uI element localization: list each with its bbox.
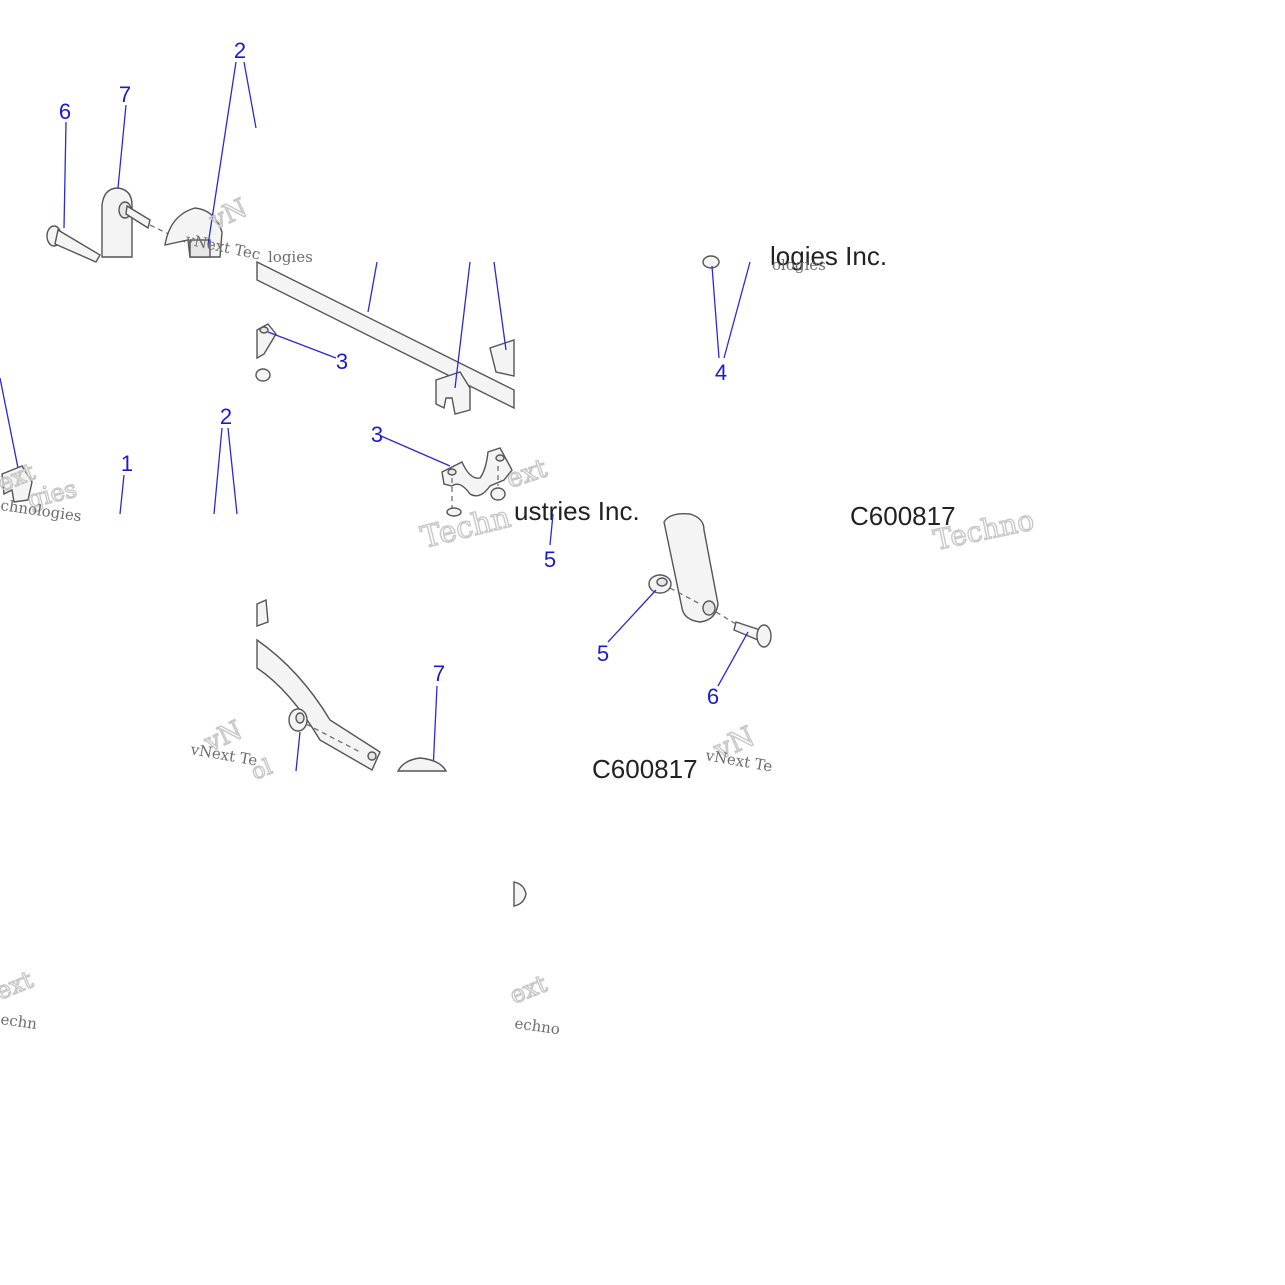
callout-2-left: 2 — [220, 404, 232, 429]
watermark-brand-1: vNext Tec — [183, 230, 262, 264]
stabilizer-bar-part-1 — [256, 260, 515, 410]
tile-left: 2 1 ext gies chnologies — [0, 377, 238, 525]
bushing-part-5-left — [288, 708, 308, 732]
watermark-tech-small-2: echn — [0, 1010, 39, 1033]
partno-fragment-a: C600817 — [850, 501, 956, 531]
watermark-logies-1: logies — [268, 248, 313, 266]
company-fragment-a: ustries Inc. — [514, 496, 640, 526]
partno-fragment-b: C600817 — [592, 754, 698, 784]
callout-3-mid: 3 — [336, 349, 348, 374]
callout-5-a: 5 — [544, 547, 556, 572]
watermark-ext-4: ext — [506, 969, 551, 1009]
bushing-part-2 — [435, 339, 515, 415]
bracket-part-3 — [255, 323, 277, 382]
callout-4: 4 — [715, 360, 727, 385]
watermark-tech-small-3: echno — [513, 1014, 561, 1038]
tile-right: C600817 Techno — [850, 501, 1038, 558]
tile-upper-right: 4 logies Inc. ologies — [702, 241, 887, 385]
callout-6-right: 6 — [707, 684, 719, 709]
tile-lower-center: ustries Inc. 5 5 6 C600817 vN vNext Te — [514, 496, 774, 784]
watermark-ext-3: ext — [0, 965, 37, 1005]
bushing-part-2-left — [1, 465, 33, 503]
bracket-part-3-center — [441, 447, 513, 517]
callout-5-b: 5 — [597, 641, 609, 666]
callout-7-top: 7 — [119, 82, 131, 107]
bushing-part-5 — [648, 574, 672, 594]
callout-2-top: 2 — [234, 38, 246, 63]
tile-lower-left: vN vNext Te — [188, 715, 259, 770]
callout-7-bottom: 7 — [433, 661, 445, 686]
bolt-part-6-right — [733, 621, 772, 648]
company-fragment-b: logies Inc. — [770, 241, 887, 271]
callout-6-top: 6 — [59, 99, 71, 124]
link-part-7-right — [663, 512, 719, 623]
stabilizer-bar-end — [256, 638, 381, 771]
tile-bottom: ext echn ext echno — [0, 881, 561, 1038]
tile-lower-left-center: 7 ol — [247, 598, 448, 786]
callout-3-center: 3 — [371, 422, 383, 447]
watermark-logies-2: ologies — [772, 256, 826, 274]
bolt-part-6 — [46, 225, 101, 263]
tile-center: 3 3 logies ext Techn — [255, 248, 552, 556]
watermark-tech-1: Techn — [417, 500, 514, 556]
watermark-ext-1: ext — [503, 453, 551, 494]
link-part-7 — [101, 187, 151, 258]
callout-1: 1 — [121, 451, 133, 476]
tile-upper-left: 2 7 6 vN vNext Tec — [46, 38, 262, 264]
